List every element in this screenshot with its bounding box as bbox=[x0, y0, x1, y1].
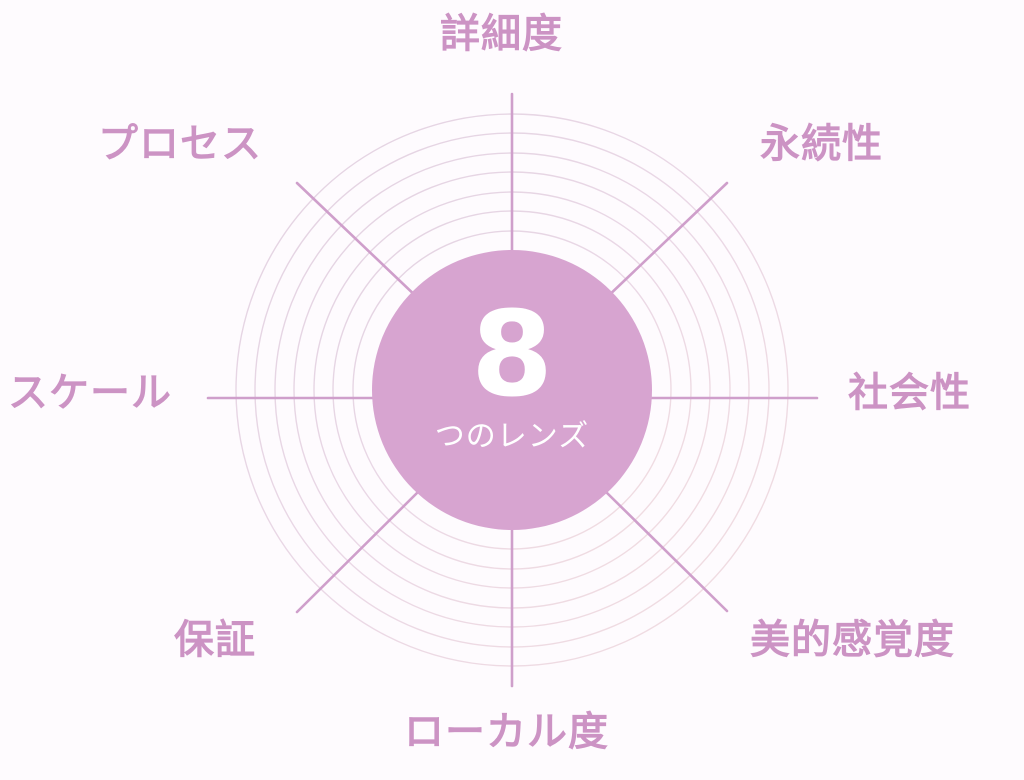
label-left: スケール bbox=[8, 369, 172, 416]
center-circle bbox=[372, 250, 652, 530]
spoke-top-right bbox=[602, 181, 729, 302]
center-subtitle: つのレンズ bbox=[434, 419, 590, 454]
label-bottom-right: 美的感覚度 bbox=[750, 616, 955, 663]
spoke-top-left bbox=[295, 181, 422, 302]
label-bottom-left: 保証 bbox=[174, 616, 256, 663]
center-number: 8 bbox=[470, 285, 554, 423]
label-top-right: 永続性 bbox=[760, 120, 883, 167]
label-top-left: プロセス bbox=[98, 120, 262, 167]
label-top: 詳細度 bbox=[440, 10, 563, 57]
spoke-bottom-left bbox=[295, 488, 422, 614]
spoke-bottom-right bbox=[602, 488, 729, 613]
label-bottom: ローカル度 bbox=[404, 708, 609, 755]
spokes bbox=[206, 92, 819, 688]
label-right: 社会性 bbox=[848, 369, 971, 416]
